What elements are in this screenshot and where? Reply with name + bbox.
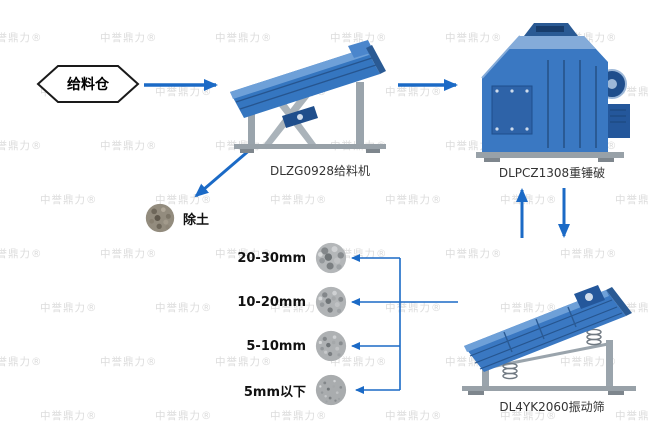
watermark-text: 中誉鼎力®: [330, 356, 388, 368]
watermark-text: 中誉鼎力®: [40, 302, 98, 314]
fraction-label: 10-20mm: [237, 294, 306, 310]
watermark-text: 中誉鼎力®: [155, 86, 213, 98]
watermark-text: 中誉鼎力®: [40, 410, 98, 422]
watermark-text: 中誉鼎力®: [270, 194, 328, 206]
crusher-label: DLPCZ1308重锤破: [498, 166, 606, 180]
watermark-text: 中誉鼎力®: [100, 140, 158, 152]
crusher-illustration: [476, 23, 630, 162]
feed-bin-node: 给料仓: [36, 64, 140, 104]
gravel-under-5mm-image: [315, 374, 347, 406]
watermark-text: 中誉鼎力®: [385, 194, 443, 206]
fraction-row-5-10: 5-10mm: [205, 329, 347, 363]
feeder-node: [228, 30, 394, 156]
watermark-text: 中誉鼎力®: [500, 410, 558, 422]
watermark-text: 中誉鼎力®: [215, 248, 273, 260]
watermark-text: 中誉鼎力®: [270, 302, 328, 314]
feed-bin-label: 给料仓: [67, 77, 109, 93]
soil-removal-node: 除土: [145, 203, 235, 233]
watermark-text: 中誉鼎力®: [155, 410, 213, 422]
soil-removal-label: 除土: [183, 212, 210, 228]
watermark-text: 中誉鼎力®: [0, 32, 43, 44]
fraction-row-10-20: 10-20mm: [205, 285, 347, 319]
watermark-text: 中誉鼎力®: [215, 32, 273, 44]
watermark-text: 中誉鼎力®: [445, 248, 503, 260]
watermark-text: 中誉鼎力®: [385, 302, 443, 314]
watermark-text: 中誉鼎力®: [500, 194, 558, 206]
watermark-text: 中誉鼎力®: [100, 32, 158, 44]
watermark-text: 中誉鼎力®: [100, 356, 158, 368]
gravel-10-20mm-image: [315, 286, 347, 318]
watermark-text: 中誉鼎力®: [155, 302, 213, 314]
watermark-text: 中誉鼎力®: [615, 194, 650, 206]
fraction-label: 20-30mm: [237, 250, 306, 266]
watermark-text: 中誉鼎力®: [0, 140, 43, 152]
watermark-text: 中誉鼎力®: [500, 302, 558, 314]
feeder-illustration: [230, 40, 386, 153]
crusher-node: [466, 20, 634, 166]
watermark-text: 中誉鼎力®: [330, 32, 388, 44]
watermark-text: 中誉鼎力®: [445, 32, 503, 44]
watermark-text: 中誉鼎力®: [615, 410, 650, 422]
watermark-text: 中誉鼎力®: [0, 248, 43, 260]
fraction-label: 5mm以下: [243, 384, 306, 400]
watermark-text: 中誉鼎力®: [270, 410, 328, 422]
watermark-text: 中誉鼎力®: [560, 356, 618, 368]
gravel-20-30mm-image: [315, 242, 347, 274]
fraction-row-under-5: 5mm以下: [205, 373, 347, 407]
watermark-text: 中誉鼎力®: [100, 248, 158, 260]
feed-bin-shape: [36, 65, 140, 103]
fraction-row-20-30: 20-30mm: [205, 241, 347, 275]
feeder-label: DLZG0928给料机: [270, 164, 370, 178]
screen-node: [458, 266, 642, 398]
gravel-5-10mm-image: [315, 330, 347, 362]
screen-illustration: [462, 285, 636, 395]
watermark-text: 中誉鼎力®: [385, 86, 443, 98]
watermark-text: 中誉鼎力®: [0, 356, 43, 368]
watermark-text: 中誉鼎力®: [385, 410, 443, 422]
screen-label: DL4YK2060振动筛: [499, 400, 605, 414]
fraction-label: 5-10mm: [246, 338, 306, 354]
watermark-text: 中誉鼎力®: [215, 356, 273, 368]
watermark-text: 中誉鼎力®: [560, 248, 618, 260]
watermark-text: 中誉鼎力®: [40, 194, 98, 206]
soil-pile-image: [145, 203, 175, 233]
